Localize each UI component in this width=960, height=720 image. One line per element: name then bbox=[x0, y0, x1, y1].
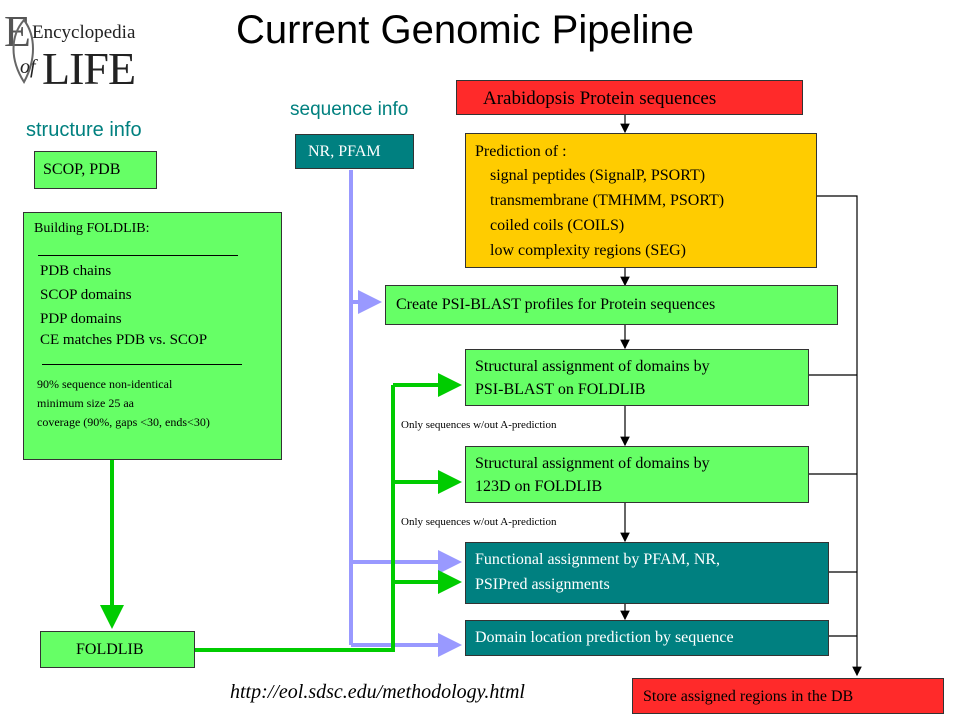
struct-psi-line: Structural assignment of domains by bbox=[475, 358, 710, 375]
prediction-item: low complexity regions (SEG) bbox=[490, 242, 686, 259]
leaf-icon bbox=[12, 18, 34, 84]
nr-pfam-box: NR, PFAM bbox=[295, 134, 414, 169]
structure-info-label: structure info bbox=[26, 119, 142, 141]
logo-top-text: Encyclopedia bbox=[32, 22, 136, 43]
prediction-item: signal peptides (SignalP, PSORT) bbox=[490, 167, 706, 184]
only-sequences-note: Only sequences w/out A-prediction bbox=[401, 419, 557, 431]
psi-profiles-label: Create PSI-BLAST profiles for Protein se… bbox=[396, 296, 716, 313]
foldlib-item: CE matches PDB vs. SCOP bbox=[40, 332, 208, 348]
prediction-item: transmembrane (TMHMM, PSORT) bbox=[490, 192, 725, 209]
functional-box: Functional assignment by PFAM, NR, PSIPr… bbox=[465, 542, 829, 604]
prediction-item: coiled coils (COILS) bbox=[490, 217, 625, 234]
foldlib-item: PDB chains bbox=[40, 263, 112, 279]
scop-pdb-label: SCOP, PDB bbox=[43, 161, 121, 178]
scop-pdb-box: SCOP, PDB bbox=[34, 151, 157, 189]
functional-line: PSIPred assignments bbox=[475, 576, 610, 593]
foldlib-item: SCOP domains bbox=[40, 287, 132, 303]
prediction-box: Prediction of : signal peptides (SignalP… bbox=[465, 133, 817, 268]
struct-123d-box: Structural assignment of domains by 123D… bbox=[465, 446, 809, 503]
sequence-info-lines bbox=[349, 170, 462, 657]
foldlib-box: FOLDLIB bbox=[40, 631, 195, 668]
building-foldlib-title: Building FOLDLIB: bbox=[34, 221, 150, 236]
prediction-title: Prediction of : bbox=[475, 143, 567, 160]
functional-line: Functional assignment by PFAM, NR, bbox=[475, 551, 721, 568]
only-sequences-note: Only sequences w/out A-prediction bbox=[401, 516, 557, 528]
nr-pfam-label: NR, PFAM bbox=[308, 143, 381, 160]
methodology-url[interactable]: http://eol.sdsc.edu/methodology.html bbox=[230, 681, 525, 703]
struct-psi-box: Structural assignment of domains by PSI-… bbox=[465, 349, 809, 406]
foldlib-label: FOLDLIB bbox=[76, 641, 144, 658]
store-label: Store assigned regions in the DB bbox=[643, 688, 854, 705]
foldlib-item: PDP domains bbox=[40, 311, 122, 327]
page-title: Current Genomic Pipeline bbox=[236, 8, 694, 52]
arabidopsis-box: Arabidopsis Protein sequences bbox=[456, 80, 803, 115]
logo-life: LIFE bbox=[42, 43, 136, 94]
psi-profiles-box: Create PSI-BLAST profiles for Protein se… bbox=[385, 285, 838, 325]
building-foldlib-box: Building FOLDLIB: PDB chains SCOP domain… bbox=[23, 212, 282, 460]
domain-location-label: Domain location prediction by sequence bbox=[475, 629, 734, 646]
divider bbox=[38, 255, 238, 256]
foldlib-criterion: 90% sequence non-identical bbox=[37, 377, 173, 391]
struct-psi-line: PSI-BLAST on FOLDLIB bbox=[475, 381, 646, 398]
store-box: Store assigned regions in the DB bbox=[632, 678, 944, 714]
arabidopsis-label: Arabidopsis Protein sequences bbox=[483, 88, 717, 109]
struct-123d-line: Structural assignment of domains by bbox=[475, 455, 710, 472]
domain-location-box: Domain location prediction by sequence bbox=[465, 620, 829, 656]
structure-info-lines bbox=[100, 373, 462, 652]
main-flow-arrows bbox=[620, 115, 862, 677]
foldlib-criterion: coverage (90%, gaps <30, ends<30) bbox=[37, 415, 210, 429]
struct-123d-line: 123D on FOLDLIB bbox=[475, 478, 603, 495]
sequence-info-label: sequence info bbox=[290, 99, 409, 120]
eol-logo: E Encyclopedia of LIFE bbox=[2, 6, 136, 94]
divider bbox=[42, 364, 242, 365]
foldlib-criterion: minimum size 25 aa bbox=[37, 396, 134, 410]
